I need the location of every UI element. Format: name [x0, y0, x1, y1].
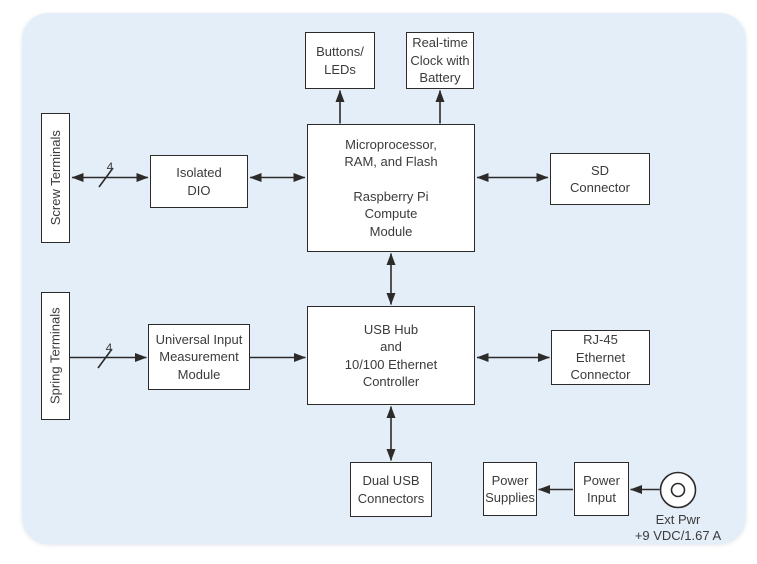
- bus-width-label-top: 4: [106, 160, 114, 174]
- block-universal-input-module-label: Universal Input Measurement Module: [155, 331, 243, 382]
- block-power-input-label: Power Input: [583, 472, 620, 505]
- block-power-supplies: Power Supplies: [483, 462, 537, 516]
- block-power-input: Power Input: [574, 462, 629, 516]
- block-isolated-dio-label: Isolated DIO: [176, 165, 222, 198]
- ext-power-label: Ext Pwr: [655, 512, 701, 527]
- block-screw-terminals-label: Screw Terminals: [47, 130, 63, 226]
- block-spring-terminals-label: Spring Terminals: [47, 307, 63, 405]
- bus-slash-top: [98, 167, 114, 188]
- block-buttons-leds: Buttons/ LEDs: [305, 32, 375, 89]
- block-sd-connector: SD Connector: [550, 153, 650, 205]
- bus-width-label-bottom: 4: [105, 341, 113, 355]
- block-isolated-dio: Isolated DIO: [150, 155, 248, 208]
- block-buttons-leds-label: Buttons/ LEDs: [316, 44, 364, 77]
- block-usb-hub-ethernet-label: USB Hub and 10/100 Ethernet Controller: [344, 321, 438, 389]
- block-sd-connector-label: SD Connector: [570, 162, 630, 195]
- block-screw-terminals: Screw Terminals: [41, 113, 70, 243]
- block-rj45-connector-label: RJ-45 Ethernet Connector: [570, 332, 631, 383]
- block-usb-hub-ethernet: USB Hub and 10/100 Ethernet Controller: [307, 306, 475, 405]
- bus-slash-bottom: [97, 348, 113, 369]
- block-dual-usb-connectors-label: Dual USB Connectors: [357, 473, 425, 506]
- block-universal-input-module: Universal Input Measurement Module: [148, 324, 250, 390]
- block-rj45-connector: RJ-45 Ethernet Connector: [551, 330, 650, 385]
- diagram-panel-background: [22, 13, 746, 544]
- block-realtime-clock-label: Real-time Clock with Battery: [410, 35, 470, 86]
- block-microprocessor: Microprocessor, RAM, and Flash Raspberry…: [307, 124, 475, 252]
- block-spring-terminals: Spring Terminals: [41, 292, 70, 420]
- block-realtime-clock: Real-time Clock with Battery: [406, 32, 474, 89]
- block-microprocessor-label: Microprocessor, RAM, and Flash Raspberry…: [344, 136, 438, 239]
- block-dual-usb-connectors: Dual USB Connectors: [350, 462, 432, 517]
- ext-power-jack-pin-icon: [670, 482, 686, 498]
- ext-power-rating: +9 VDC/1.67 A: [634, 528, 722, 543]
- block-power-supplies-label: Power Supplies: [485, 472, 535, 505]
